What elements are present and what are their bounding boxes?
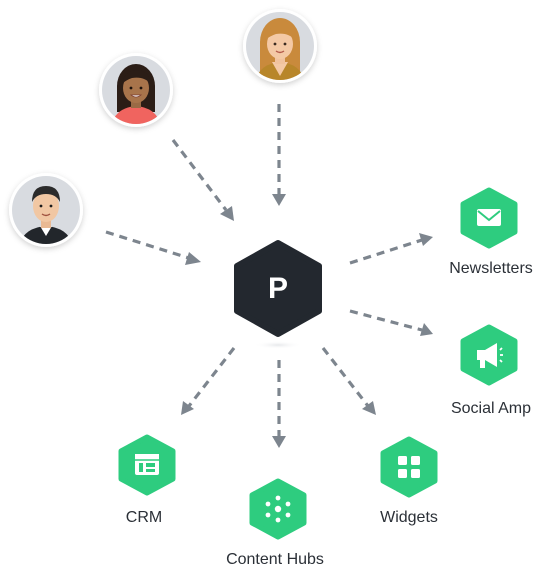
output-node-content-hubs: Content Hubs	[226, 478, 324, 568]
arrow-to-widgets	[321, 347, 376, 415]
output-label-crm: CRM	[126, 509, 162, 526]
output-node-widgets: Widgets	[380, 436, 438, 526]
output-node-newsletters: Newsletters	[449, 187, 533, 277]
grid-icon	[398, 456, 420, 478]
crm-icon	[135, 454, 159, 475]
output-node-crm: CRM	[118, 434, 176, 526]
arrow-to-crm	[181, 347, 236, 415]
output-label-social-amp: Social Amp	[451, 400, 531, 417]
hub-node: P	[234, 240, 322, 349]
network-icon	[265, 495, 291, 523]
megaphone-icon	[477, 343, 503, 368]
hub-hexagon	[234, 240, 322, 337]
output-node-social-amp: Social Amp	[451, 324, 531, 417]
arrow-from-avatar-middle	[171, 139, 234, 221]
avatar-woman-blonde-icon	[243, 9, 317, 83]
hub-shadow	[254, 341, 302, 349]
output-hexagon	[380, 436, 438, 498]
output-label-content-hubs: Content Hubs	[226, 551, 324, 568]
arrow-from-avatar-left	[105, 230, 201, 265]
avatar-woman-dark-hair-icon	[99, 53, 173, 127]
envelope-icon	[477, 209, 501, 226]
arrows	[105, 104, 433, 448]
arrow-from-avatar-top	[272, 104, 286, 206]
arrow-to-content-hubs	[272, 360, 286, 448]
avatar-man-dark-hair-icon	[9, 173, 83, 247]
output-label-widgets: Widgets	[380, 509, 438, 526]
arrow-to-newsletters	[349, 233, 433, 265]
output-label-newsletters: Newsletters	[449, 260, 533, 277]
arrow-to-social-amp	[349, 309, 433, 336]
hub-logo-letter: P	[268, 272, 288, 305]
